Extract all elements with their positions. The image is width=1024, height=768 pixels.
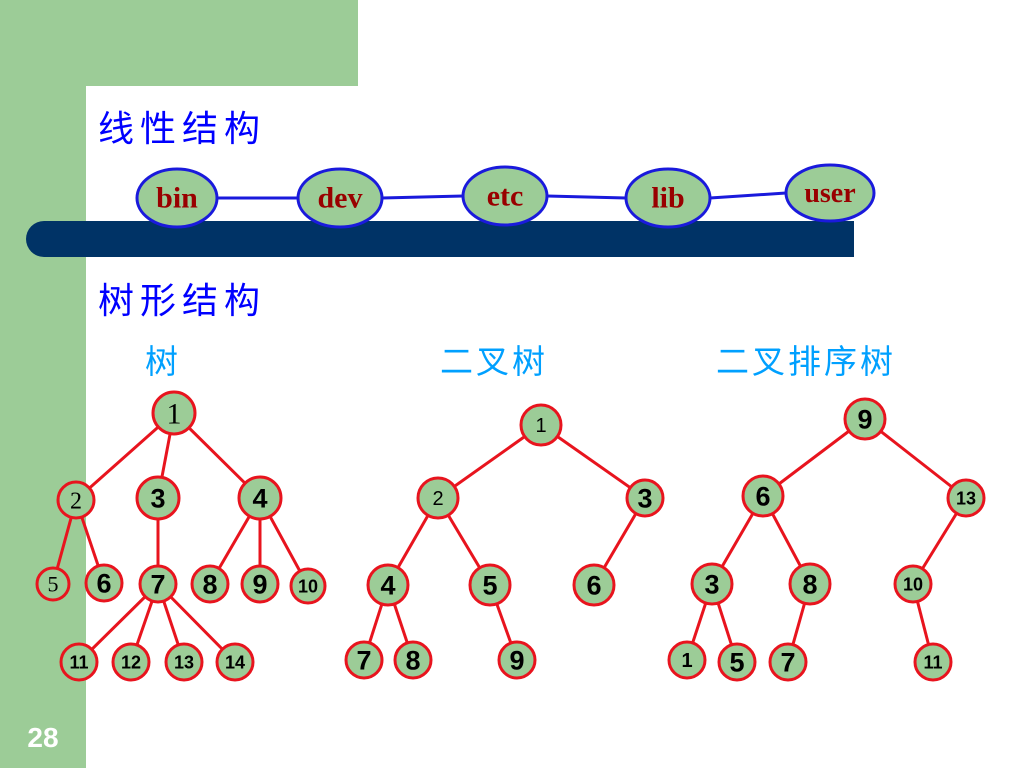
binary-sort-tree-diagram: 9 6 13 3 8 10 1 5 7 11: [667, 397, 986, 682]
list-node-user: user: [784, 163, 876, 223]
binary-tree-node-1: 1: [519, 403, 563, 447]
binary-tree-node-9: 9: [497, 640, 537, 680]
svg-text:5: 5: [729, 647, 744, 677]
svg-text:6: 6: [96, 568, 111, 598]
tree-node-5: 5: [35, 566, 71, 602]
svg-text:etc: etc: [487, 180, 524, 213]
binary-tree-node-7: 7: [344, 640, 384, 680]
svg-text:7: 7: [780, 647, 795, 677]
binary-tree-node-2: 2: [416, 476, 460, 520]
label-binary-sort-tree: 二叉排序树: [716, 342, 896, 381]
tree-node-9: 9: [240, 564, 280, 604]
tree-node-3: 3: [135, 475, 181, 521]
list-link: [546, 194, 627, 200]
svg-text:10: 10: [903, 574, 923, 594]
svg-text:7: 7: [356, 645, 371, 675]
binary-tree-node-4: 4: [366, 563, 410, 607]
svg-text:6: 6: [586, 570, 601, 600]
svg-text:10: 10: [298, 576, 318, 596]
binary-tree-node-3: 3: [625, 478, 665, 518]
svg-text:8: 8: [405, 645, 420, 675]
svg-text:7: 7: [150, 569, 165, 599]
tree-node-13: 13: [164, 642, 204, 682]
list-link: [709, 191, 787, 200]
bst-node-3: 3: [690, 562, 734, 606]
svg-text:user: user: [804, 178, 855, 209]
svg-text:4: 4: [252, 483, 267, 513]
list-node-bin: bin: [135, 167, 219, 229]
tree-node-6: 6: [84, 563, 124, 603]
tree-node-14: 14: [215, 642, 255, 682]
list-node-dev: dev: [296, 167, 384, 229]
bst-node-7: 7: [768, 642, 808, 682]
heading-tree-structure: 树形结构: [98, 281, 267, 322]
svg-text:5: 5: [482, 570, 497, 600]
svg-text:bin: bin: [156, 182, 198, 215]
page-number: 28: [27, 722, 59, 753]
list-link: [381, 194, 464, 200]
svg-text:dev: dev: [318, 182, 363, 215]
svg-text:2: 2: [70, 488, 82, 514]
binary-tree-node-5: 5: [468, 563, 512, 607]
tree-node-7: 7: [138, 564, 178, 604]
list-node-lib: lib: [624, 167, 712, 229]
tree-node-4: 4: [237, 475, 283, 521]
svg-text:8: 8: [802, 569, 817, 599]
svg-text:8: 8: [202, 569, 217, 599]
label-tree: 树: [145, 342, 181, 381]
svg-text:3: 3: [704, 569, 719, 599]
binary-tree-node-8: 8: [393, 640, 433, 680]
svg-text:14: 14: [225, 652, 245, 672]
bst-node-5: 5: [717, 642, 757, 682]
svg-text:1: 1: [167, 398, 182, 431]
tree-node-2: 2: [56, 480, 96, 520]
list-node-etc: etc: [461, 165, 549, 227]
tree-node-8: 8: [190, 564, 230, 604]
svg-text:3: 3: [150, 483, 165, 513]
bst-node-10: 10: [893, 564, 933, 604]
svg-text:11: 11: [69, 652, 88, 672]
label-binary-tree: 二叉树: [440, 342, 548, 381]
svg-text:12: 12: [121, 652, 141, 672]
tree-node-10: 10: [289, 567, 327, 605]
svg-text:1: 1: [681, 650, 692, 672]
svg-text:13: 13: [174, 652, 194, 672]
heading-linear-structure: 线性结构: [98, 109, 267, 150]
tree-node-11: 11: [59, 642, 99, 682]
bst-node-1: 1: [667, 640, 707, 680]
bst-node-8: 8: [788, 562, 832, 606]
bst-node-11: 11: [913, 642, 953, 682]
svg-text:9: 9: [509, 645, 524, 675]
svg-text:5: 5: [48, 572, 59, 597]
svg-text:3: 3: [637, 483, 652, 513]
svg-text:2: 2: [432, 488, 443, 510]
bst-node-6: 6: [741, 474, 785, 518]
svg-text:4: 4: [380, 570, 395, 600]
svg-text:13: 13: [956, 488, 976, 508]
linear-list-diagram: bin dev etc lib user: [135, 163, 876, 229]
bst-node-9: 9: [843, 397, 887, 441]
svg-text:9: 9: [252, 569, 267, 599]
binary-tree-node-6: 6: [572, 563, 616, 607]
green-sidebar: [0, 0, 86, 768]
svg-text:9: 9: [857, 404, 872, 434]
svg-text:lib: lib: [651, 182, 684, 215]
svg-text:6: 6: [755, 481, 770, 511]
bst-node-13: 13: [946, 478, 986, 518]
tree-node-1: 1: [151, 390, 197, 436]
binary-tree-diagram: 1 2 3 4 5 6 7 8 9: [344, 403, 665, 680]
green-top-band: [86, 0, 358, 86]
svg-text:1: 1: [535, 415, 546, 437]
tree-node-12: 12: [111, 642, 151, 682]
svg-text:11: 11: [923, 652, 942, 672]
